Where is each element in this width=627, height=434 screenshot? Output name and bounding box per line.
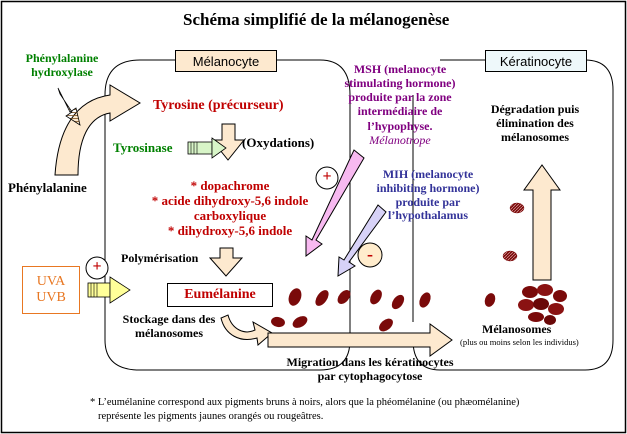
degradation-line-3: mélanosomes: [501, 129, 569, 144]
melanosomes-melanocyte: [271, 288, 351, 328]
msh-line-5: l’hypophyse.: [367, 118, 433, 133]
degradation-line-1: Dégradation puis: [490, 102, 580, 116]
stockage-arrow: [220, 314, 273, 346]
mih-line-3: produite par: [395, 194, 461, 209]
tyrosinase-label: Tyrosinase: [113, 140, 173, 155]
msh-arrow: [305, 149, 365, 257]
melanocyte-label-box: Mélanocyte: [175, 50, 277, 72]
intermediates-list: * dopachrome * acide dihydroxy-5,6 indol…: [130, 178, 330, 239]
mih-arrow: [337, 204, 387, 277]
hydroxylase-line-2: hydroxylase: [31, 64, 93, 79]
footnote-line-1: * L’eumélanine correspond aux pigments b…: [90, 397, 520, 408]
degradation-label: Dégradation puis élimination des mélanos…: [470, 102, 600, 144]
stockage-line-1: Stockage dans des: [122, 312, 216, 326]
stockage-line-2: mélanosomes: [135, 325, 203, 340]
mih-line-1: MIH (melanocyte: [382, 167, 474, 181]
uv-arrow: [87, 276, 131, 304]
migration-label: Migration dans les kératinocytes par cyt…: [270, 355, 470, 384]
uva-label: UVA: [36, 274, 66, 289]
degradation-up-arrow: [523, 164, 561, 281]
footnote: * L’eumélanine correspond aux pigments b…: [90, 396, 519, 423]
msh-plus-sign: +: [322, 168, 332, 185]
msh-italic: Mélanotrope: [369, 132, 431, 147]
melanosomes-note: (plus ou moins selon les individus): [460, 337, 579, 347]
mih-minus-circle: [357, 242, 383, 268]
melanosomes-label: Mélanosomes: [482, 322, 552, 336]
diagram-title: Schéma simplifié de la mélanogenèse: [183, 10, 450, 29]
phenylalanine-label: Phénylalanine: [8, 180, 87, 195]
tyrosinase-arrow: [187, 137, 227, 159]
uvb-label: UVB: [36, 290, 66, 305]
stockage-label: Stockage dans des mélanosomes: [114, 312, 224, 341]
msh-line-3: produite par la zone: [348, 90, 452, 105]
eumelanine-label: Eumélanine: [184, 287, 256, 302]
migration-line-1: Migration dans les kératinocytes: [286, 355, 454, 369]
msh-line-4: intermédiaire de: [357, 104, 443, 119]
intermediate-1: * dopachrome: [190, 178, 270, 193]
footnote-line-2: représente les pigments jaunes orangés o…: [98, 410, 324, 422]
keratinocyte-label: Kératinocyte: [499, 53, 573, 69]
eumelanine-box: Eumélanine: [167, 283, 273, 307]
keratinocyte-cell: [412, 59, 614, 371]
phenylalanine-hydroxylase-label: Phénylalanine hydroxylase: [12, 51, 112, 80]
uv-plus-circle: [85, 256, 109, 280]
mih-label: MIH (melanocyte inhibiting hormone) prod…: [372, 167, 484, 223]
oxydations-label: (Oxydations): [242, 135, 315, 150]
melanocyte-label: Mélanocyte: [192, 53, 260, 69]
tyrosine-label: Tyrosine (précurseur): [153, 98, 284, 113]
hydroxylase-arrow: [57, 87, 81, 126]
intermediate-4: * dihydroxy-5,6 indole: [167, 222, 293, 238]
msh-label: MSH (melanocyte stimulating hormone) pro…: [330, 62, 470, 147]
uv-box: UVA UVB: [22, 266, 80, 314]
phenylalanine-to-tyrosine-arrow: [54, 84, 141, 176]
intermediate-3: carboxylique: [193, 207, 267, 223]
mih-line-2: inhibiting hormone): [376, 180, 480, 195]
migration-arrow: [267, 323, 453, 357]
keratinocyte-label-box: Kératinocyte: [485, 50, 587, 72]
degradation-line-2: élimination des: [496, 115, 574, 130]
msh-line-1: MSH (melanocyte: [353, 62, 447, 76]
hydroxylase-line-1: Phénylalanine: [25, 51, 99, 65]
polymerisation-down-arrow: [208, 247, 244, 277]
intermediate-2: * acide dihydroxy-5,6 indole: [151, 192, 309, 208]
uv-plus-sign: +: [92, 258, 102, 275]
tyrosine-down-arrow: [210, 123, 246, 161]
msh-line-2: stimulating hormone): [344, 76, 456, 91]
melanocyte-cell: [104, 59, 351, 371]
mih-line-4: l’hypothalamus: [387, 208, 469, 223]
polymerisation-label: Polymérisation: [121, 251, 199, 265]
migration-line-2: par cytophagocytose: [317, 368, 423, 383]
melanosomes-keratinocyte: [370, 202, 567, 332]
msh-plus-circle: [315, 166, 339, 190]
mih-minus-sign: -: [367, 244, 373, 264]
